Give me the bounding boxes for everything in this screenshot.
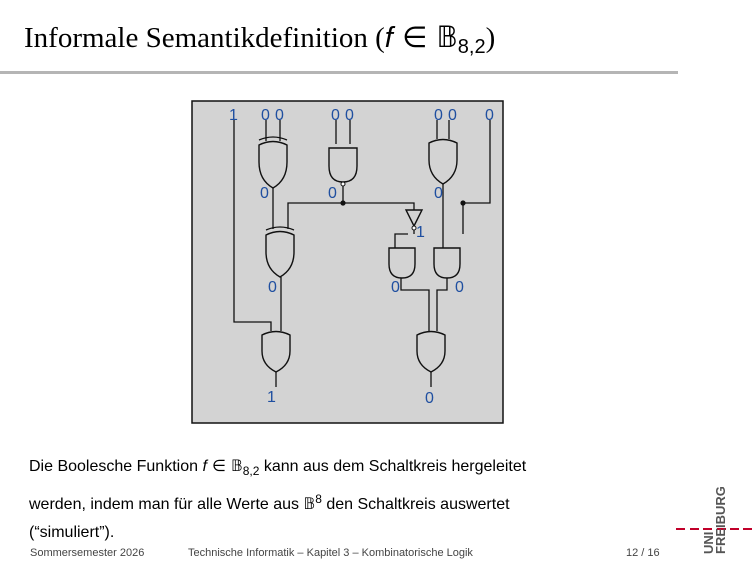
input-value: 0 [485,107,494,124]
xnor-gate-middle [265,226,295,278]
or-gate-bottom-right [416,330,446,373]
or-output-value: 0 [434,185,443,202]
input-value: 0 [275,107,284,124]
input-value: 0 [434,107,443,124]
footer-course: Technische Informatik – Kapitel 3 – Komb… [188,547,473,559]
inverter-output-value: 1 [416,224,425,241]
input-value: 1 [229,107,238,124]
xnor-output-value: 0 [260,185,269,202]
output-value: 1 [267,389,276,406]
title-suffix: ) [485,22,496,54]
junction-dot [340,200,346,206]
nand-output-value: 0 [328,185,337,202]
input-value: 0 [331,107,340,124]
title-in: ∈ 𝔹 [392,20,458,54]
title-sub: 8,2 [457,36,486,58]
circuit-diagram: 1 0 0 0 0 0 0 0 0 0 0 1 0 0 0 1 0 [191,100,504,424]
title-prefix: Informale Semantikdefinition ( [24,22,385,54]
or-gate-top [428,138,458,185]
xnor-gate-top [258,136,288,189]
and-left-output-value: 0 [391,279,400,296]
xnor2-output-value: 0 [268,279,277,296]
logo-text-freiburg: FREIBURG [713,486,728,554]
inverter-gate [404,209,424,231]
nand-gate [328,147,358,187]
slide-title: Informale Semantikdefinition (f ∈ 𝔹8,2) [24,20,495,59]
footer-semester: Sommersemester 2026 [30,547,145,559]
or-gate-bottom-left [261,330,291,373]
input-value: 0 [448,107,457,124]
and-gate-right [433,247,461,279]
university-logo: UNI FREIBURG [676,478,756,558]
wires [233,120,491,387]
and-gate-left [388,247,416,279]
output-value: 0 [425,390,434,407]
input-value: 0 [345,107,354,124]
and-right-output-value: 0 [455,279,464,296]
footer-page-number: 12 / 16 [626,547,660,559]
junction-dot [460,200,466,206]
input-value: 0 [261,107,270,124]
logo-text-uni: UNI [701,532,716,554]
description-text: Die Boolesche Funktion f ∈ 𝔹8,2 kann aus… [29,456,527,541]
title-rule [0,71,678,74]
title-f: f [384,22,393,54]
